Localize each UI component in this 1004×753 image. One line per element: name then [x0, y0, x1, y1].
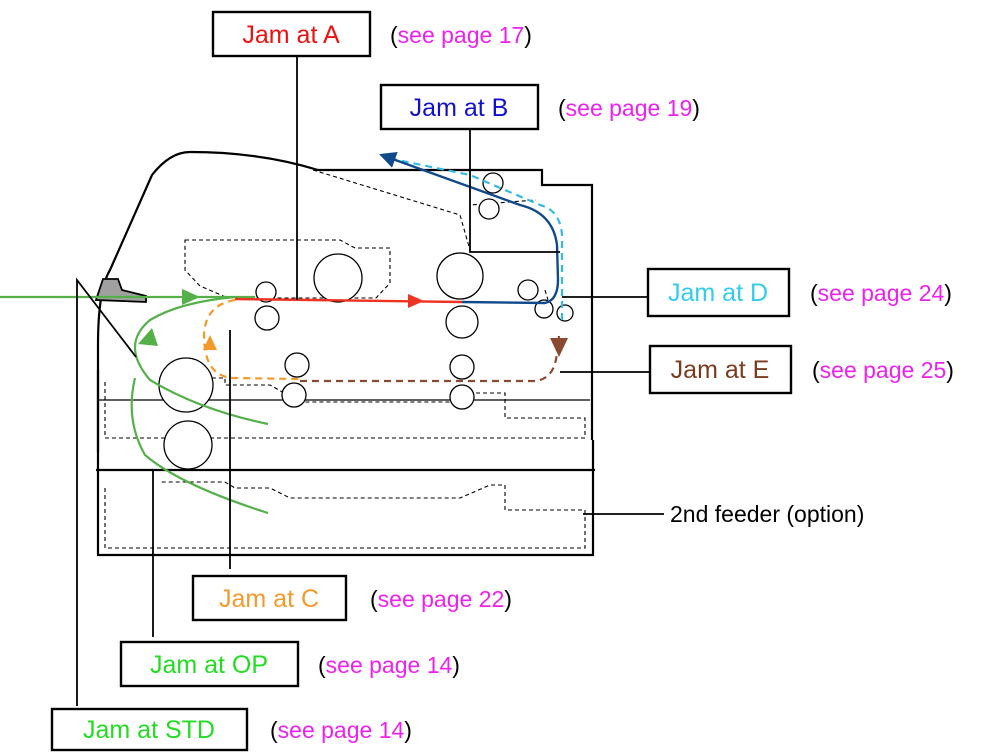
feeder-inner-outline: [544, 289, 549, 301]
label-jam-d: Jam at D (see page 24): [646, 267, 952, 318]
label-jam-std: Jam at STD (see page 14): [50, 707, 412, 752]
roller: [517, 279, 539, 301]
drum-outline: [184, 239, 391, 299]
printer-body: [96, 150, 595, 557]
path-jam-e: [300, 335, 561, 383]
label-jam-op: Jam at OP (see page 14): [119, 640, 460, 688]
path-op-arrowhead: [138, 328, 158, 346]
roller: [284, 352, 310, 378]
roller: [281, 382, 307, 408]
path-tray2-feed: [130, 377, 269, 515]
ref-b: (see page 19): [558, 95, 700, 121]
path-a-arrowhead: [408, 294, 424, 308]
path-op-feed: [134, 295, 269, 426]
jam-b-text: Jam at B: [410, 94, 509, 122]
roller: [449, 354, 475, 380]
drum-roller: [313, 253, 363, 303]
roller: [534, 299, 554, 319]
ref-e: (see page 25): [812, 357, 954, 383]
fuser-roller: [445, 305, 479, 339]
pickup-roller: [158, 357, 214, 413]
ref-c: (see page 22): [370, 586, 512, 612]
feeder2-label: 2nd feeder (option): [670, 501, 864, 527]
leader-std: [76, 277, 137, 706]
path-jam-b: [379, 151, 560, 305]
path-jam-a: [234, 297, 463, 304]
exit-roller: [478, 198, 500, 220]
tray2-outline: [104, 481, 586, 549]
path-e-arrowhead: [550, 338, 568, 357]
manual-feed-guide: [94, 278, 147, 303]
roller: [556, 304, 574, 322]
label-jam-a: Jam at A (see page 17): [211, 10, 532, 58]
label-jam-e: Jam at E (see page 25): [648, 344, 954, 395]
path-std-arrowhead: [182, 289, 200, 305]
pickup-roller: [163, 420, 213, 470]
path-jam-c: [202, 298, 301, 381]
jam-a-text: Jam at A: [242, 21, 340, 49]
label-jam-c: Jam at C (see page 22): [191, 574, 512, 622]
path-c-arrowhead: [203, 335, 217, 350]
leader-b: [469, 128, 560, 253]
leader-lines: [76, 56, 664, 706]
roller: [449, 384, 475, 410]
jam-d-text: Jam at D: [668, 279, 768, 307]
jam-c-text: Jam at C: [219, 585, 319, 613]
path-jam-d: [382, 155, 564, 320]
paper-paths: [0, 151, 568, 515]
jam-e-text: Jam at E: [671, 356, 770, 384]
roller: [255, 281, 277, 303]
ref-op: (see page 14): [318, 652, 460, 678]
label-jam-b: Jam at B (see page 19): [379, 83, 700, 131]
jam-std-text: Jam at STD: [83, 716, 215, 744]
roller: [254, 305, 280, 331]
fuser-roller: [436, 252, 484, 300]
ref-std: (see page 14): [270, 717, 412, 743]
rollers: [158, 172, 574, 470]
jam-op-text: Jam at OP: [150, 651, 268, 679]
ref-a: (see page 17): [390, 22, 532, 48]
ref-d: (see page 24): [810, 280, 952, 306]
printer-base-outline: [96, 370, 595, 557]
